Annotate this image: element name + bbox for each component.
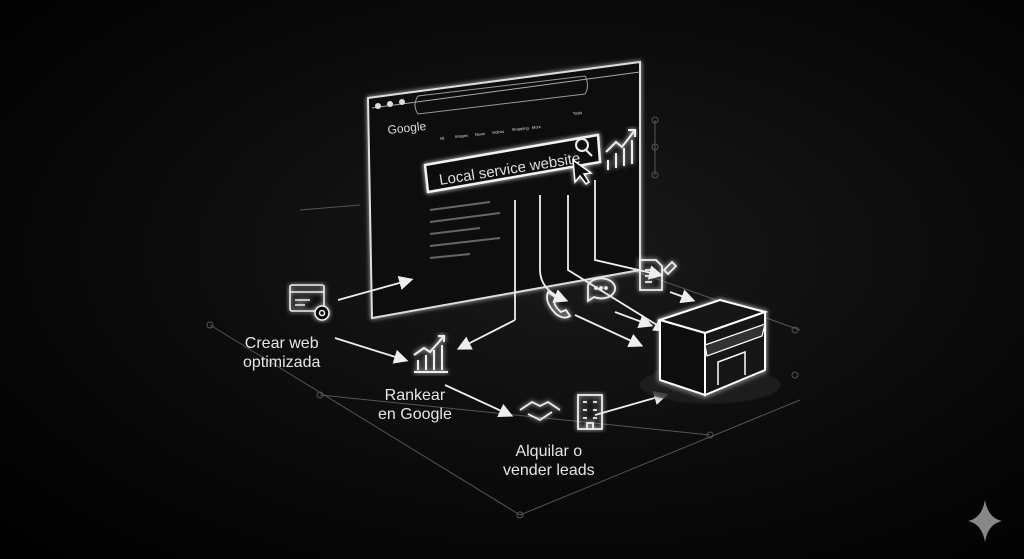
window-dot-icon <box>399 99 405 105</box>
chat-icon <box>587 277 617 303</box>
tab-videos[interactable]: Videos <box>492 129 505 135</box>
browser-window: Google All Images News Videos Shopping M… <box>366 60 641 320</box>
ranking-chart-icon <box>413 335 448 373</box>
growth-chart-icon <box>605 129 636 170</box>
flow-arrows <box>334 180 696 418</box>
tab-news[interactable]: News <box>475 131 485 137</box>
building-icon <box>577 394 603 430</box>
tools-link[interactable]: Tools <box>573 110 583 116</box>
address-bar[interactable] <box>414 75 588 115</box>
tab-all[interactable]: All <box>440 136 445 141</box>
storefront-icon <box>640 298 780 403</box>
tab-shopping[interactable]: Shopping <box>512 125 529 132</box>
search-icon[interactable] <box>575 138 593 157</box>
window-dot-icon <box>375 103 381 109</box>
tab-images[interactable]: Images <box>455 133 469 139</box>
phone-icon <box>546 290 572 319</box>
handshake-icon <box>519 400 561 422</box>
google-logo: Google <box>387 119 427 137</box>
window-dot-icon <box>387 101 393 107</box>
sparkle-logo-icon <box>968 500 1002 542</box>
tab-more[interactable]: More <box>532 124 542 130</box>
web-settings-icon <box>289 284 330 321</box>
document-edit-icon <box>639 259 678 291</box>
cursor-icon <box>572 158 593 186</box>
